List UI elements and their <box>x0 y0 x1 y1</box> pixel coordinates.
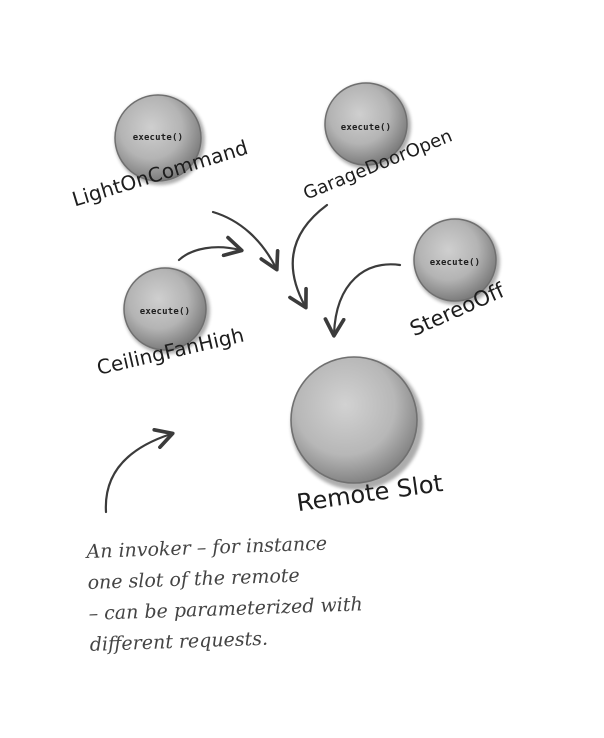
remote-slot-ball <box>290 356 418 484</box>
arrow-ceiling-fan-to-slot <box>177 235 244 262</box>
execute-method-label: execute() <box>341 123 392 133</box>
annotation-note: An invoker – for instance one slot of th… <box>86 532 364 656</box>
command-ball <box>123 267 207 351</box>
invoker-remote-slot: Remote Slot <box>290 356 445 517</box>
command-light-on: execute() LightOnCommand <box>69 94 251 211</box>
execute-method-label: execute() <box>430 258 481 268</box>
arrows <box>104 203 402 514</box>
command-ceiling-fan-high: execute() CeilingFanHigh <box>95 267 246 380</box>
command-ball <box>114 94 202 182</box>
execute-method-label: execute() <box>140 307 191 317</box>
arrow-garage-door-to-slot <box>288 203 329 310</box>
arrow-note-to-invoker <box>104 428 175 514</box>
command-ball <box>324 82 408 166</box>
command-stereo-off: execute() StereoOff <box>406 218 508 341</box>
execute-method-label: execute() <box>133 133 184 143</box>
command-ball <box>413 218 497 302</box>
arrow-stereo-to-slot <box>323 263 402 338</box>
command-garage-door-open: execute() GarageDoorOpen <box>300 82 455 204</box>
arrow-light-on-to-slot <box>211 210 280 272</box>
